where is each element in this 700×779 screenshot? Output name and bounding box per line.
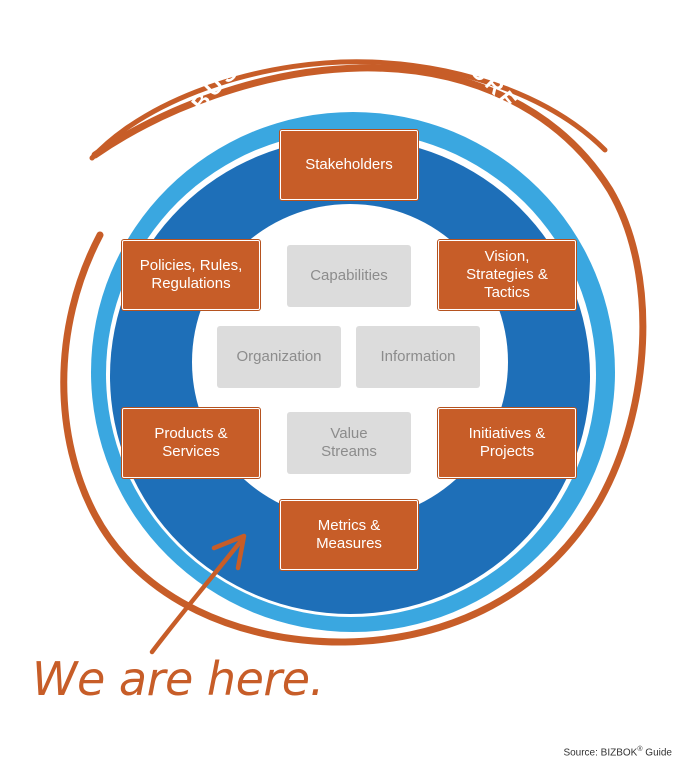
source-credit: Source: BIZBOK® Guide — [563, 746, 672, 758]
metrics-box: Metrics & Measures — [280, 500, 418, 570]
stakeholders-label: Stakeholders — [305, 155, 393, 173]
vision-label: Vision, Strategies & Tactics — [466, 247, 548, 302]
source-prefix: Source: BIZBOK — [563, 747, 638, 759]
pointer-arrow-head — [211, 533, 247, 571]
stakeholders-box: Stakeholders — [280, 130, 418, 200]
capabilities-label: Capabilities — [310, 266, 388, 284]
policies-box: Policies, Rules, Regulations — [122, 240, 260, 310]
orange-swoosh-tail — [89, 59, 608, 161]
capabilities-box: Capabilities — [287, 245, 411, 307]
organization-box: Organization — [217, 326, 341, 388]
value-streams-box: Value Streams — [287, 412, 411, 474]
registered-mark: ® — [637, 746, 643, 753]
initiatives-label: Initiatives & Projects — [468, 424, 546, 460]
information-label: Information — [380, 347, 456, 365]
products-box: Products & Services — [122, 408, 260, 478]
information-box: Information — [356, 326, 480, 388]
inner-white-circle — [192, 204, 508, 520]
orange-swoosh — [60, 64, 647, 646]
source-suffix: Guide — [642, 747, 672, 759]
metrics-label: Metrics & Measures — [316, 516, 382, 552]
value-streams-label: Value Streams — [321, 424, 377, 460]
products-label: Products & Services — [154, 424, 228, 460]
pointer-arrow-shaft — [149, 539, 243, 655]
initiatives-box: Initiatives & Projects — [438, 408, 576, 478]
we-are-here-annotation: We are here. — [32, 652, 324, 706]
vision-box: Vision, Strategies & Tactics — [438, 240, 576, 310]
organization-label: Organization — [236, 347, 322, 365]
policies-label: Policies, Rules, Regulations — [139, 256, 243, 292]
